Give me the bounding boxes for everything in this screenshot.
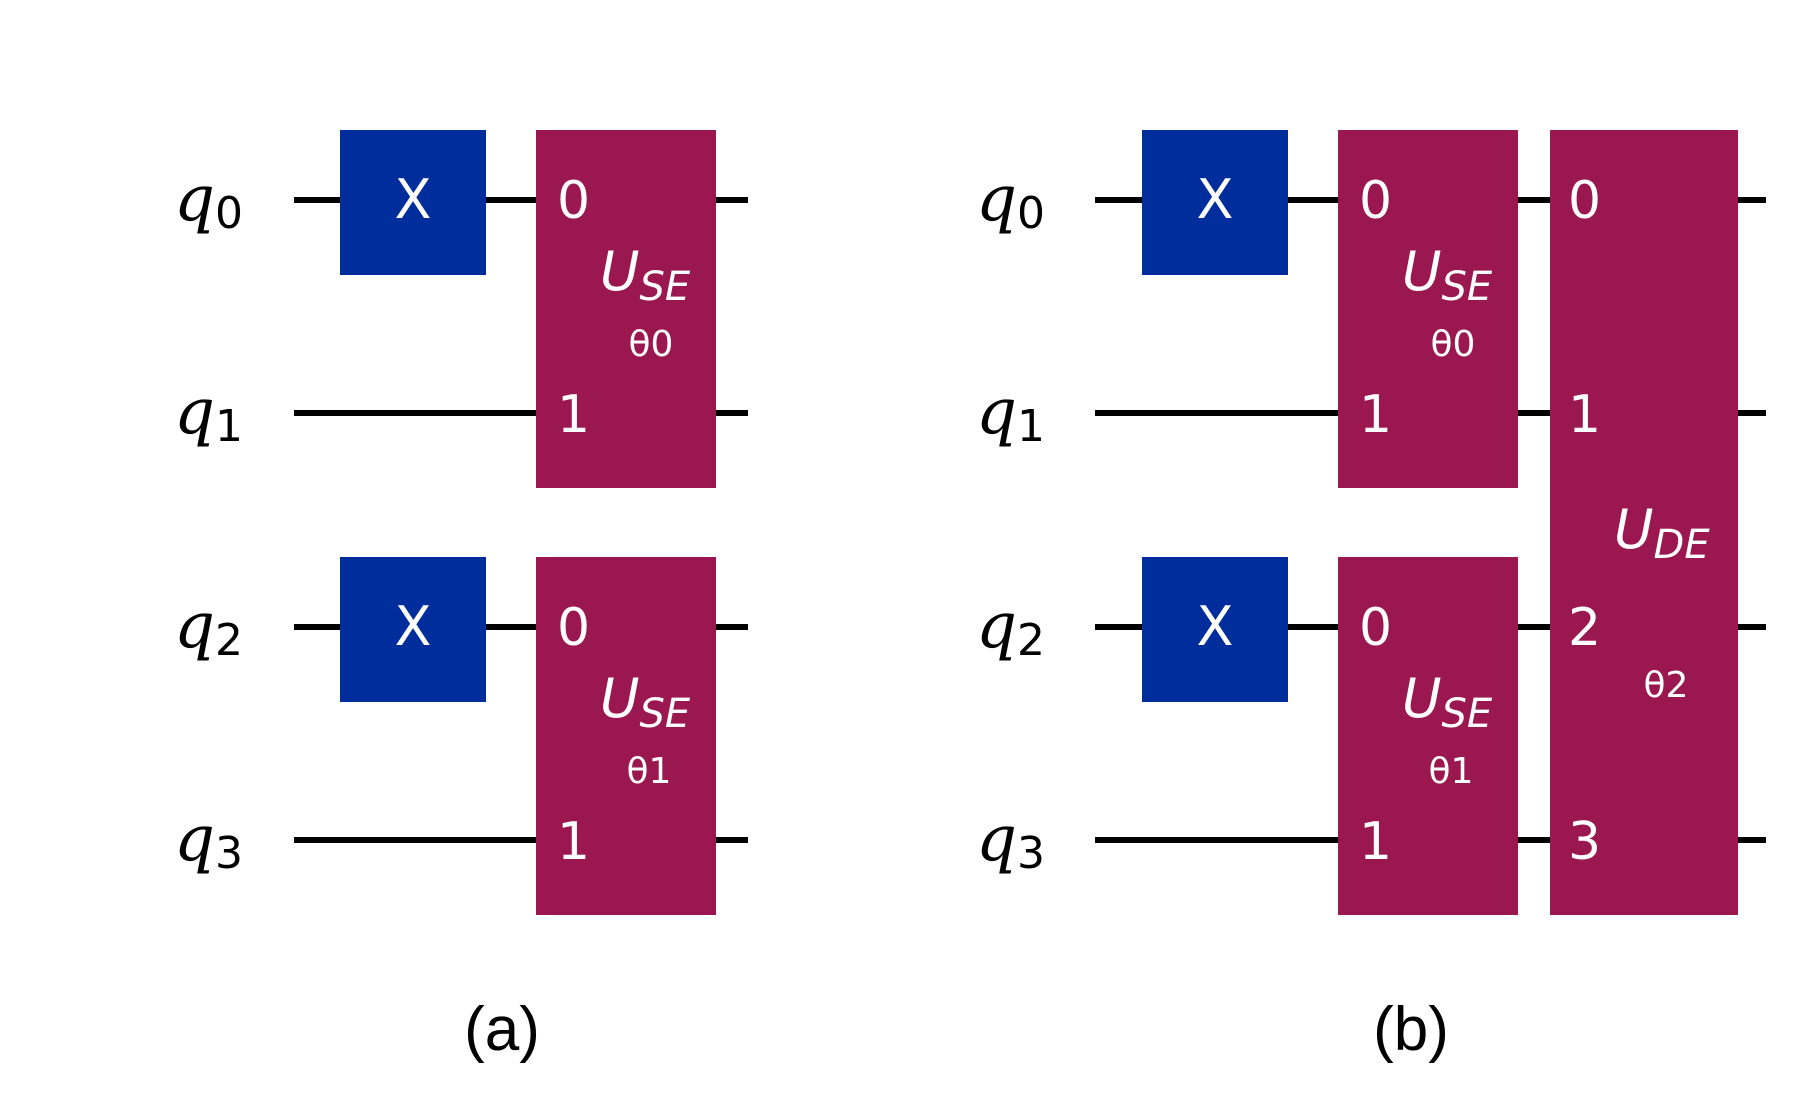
panel-b: q0 q1 q2 q3 X X 0 1 USE θ0 0 1 USE θ1: [976, 130, 1766, 1064]
panel-caption: (a): [464, 995, 540, 1064]
pin-label: 0: [1568, 171, 1601, 231]
qubit-label-q2: q2: [174, 589, 243, 666]
pin-label: 0: [1359, 598, 1392, 658]
pin-label: 0: [557, 171, 590, 231]
x-gate-q2: X: [1142, 557, 1288, 702]
x-gate-q2: X: [340, 557, 486, 702]
pin-label: 1: [1359, 385, 1392, 445]
panel-caption: (b): [1373, 995, 1449, 1064]
qubit-label-q3: q3: [174, 802, 243, 879]
gate-param: θ0: [629, 324, 674, 365]
u-se-gate-theta0: 0 1 USE θ0: [1338, 130, 1518, 488]
pin-label: 3: [1568, 812, 1601, 872]
qubit-label-q0: q0: [976, 162, 1045, 239]
gate-param: θ2: [1644, 665, 1689, 706]
x-gate-label: X: [1197, 595, 1234, 658]
qubit-label-q1: q1: [174, 375, 243, 452]
pin-label: 0: [1359, 171, 1392, 231]
pin-label: 1: [557, 812, 590, 872]
pin-label: 2: [1568, 598, 1601, 658]
u-se-gate-theta1: 0 1 USE θ1: [1338, 557, 1518, 915]
gate-name: USE: [1402, 240, 1493, 310]
x-gate-label: X: [1197, 168, 1234, 231]
gate-name: USE: [600, 667, 691, 737]
panel-a: q0 q1 q2 q3 X X 0 1 USE θ0 0 1 USE θ1: [174, 130, 748, 1064]
x-gate-q0: X: [340, 130, 486, 275]
x-gate-label: X: [395, 168, 432, 231]
x-gate-q0: X: [1142, 130, 1288, 275]
pin-label: 1: [557, 385, 590, 445]
gate-name: USE: [1402, 667, 1493, 737]
qubit-label-q1: q1: [976, 375, 1045, 452]
pin-label: 1: [1359, 812, 1392, 872]
x-gate-label: X: [395, 595, 432, 658]
gate-param: θ1: [1429, 751, 1474, 792]
gate-name: UDE: [1614, 498, 1710, 568]
u-se-gate-theta1: 0 1 USE θ1: [536, 557, 716, 915]
u-de-gate-theta2: 0 1 2 3 UDE θ2: [1550, 130, 1738, 915]
gate-param: θ1: [627, 751, 672, 792]
qubit-label-q0: q0: [174, 162, 243, 239]
pin-label: 1: [1568, 385, 1601, 445]
u-se-gate-theta0: 0 1 USE θ0: [536, 130, 716, 488]
pin-label: 0: [557, 598, 590, 658]
gate-name: USE: [600, 240, 691, 310]
gate-param: θ0: [1431, 324, 1476, 365]
qubit-label-q2: q2: [976, 589, 1045, 666]
qubit-label-q3: q3: [976, 802, 1045, 879]
